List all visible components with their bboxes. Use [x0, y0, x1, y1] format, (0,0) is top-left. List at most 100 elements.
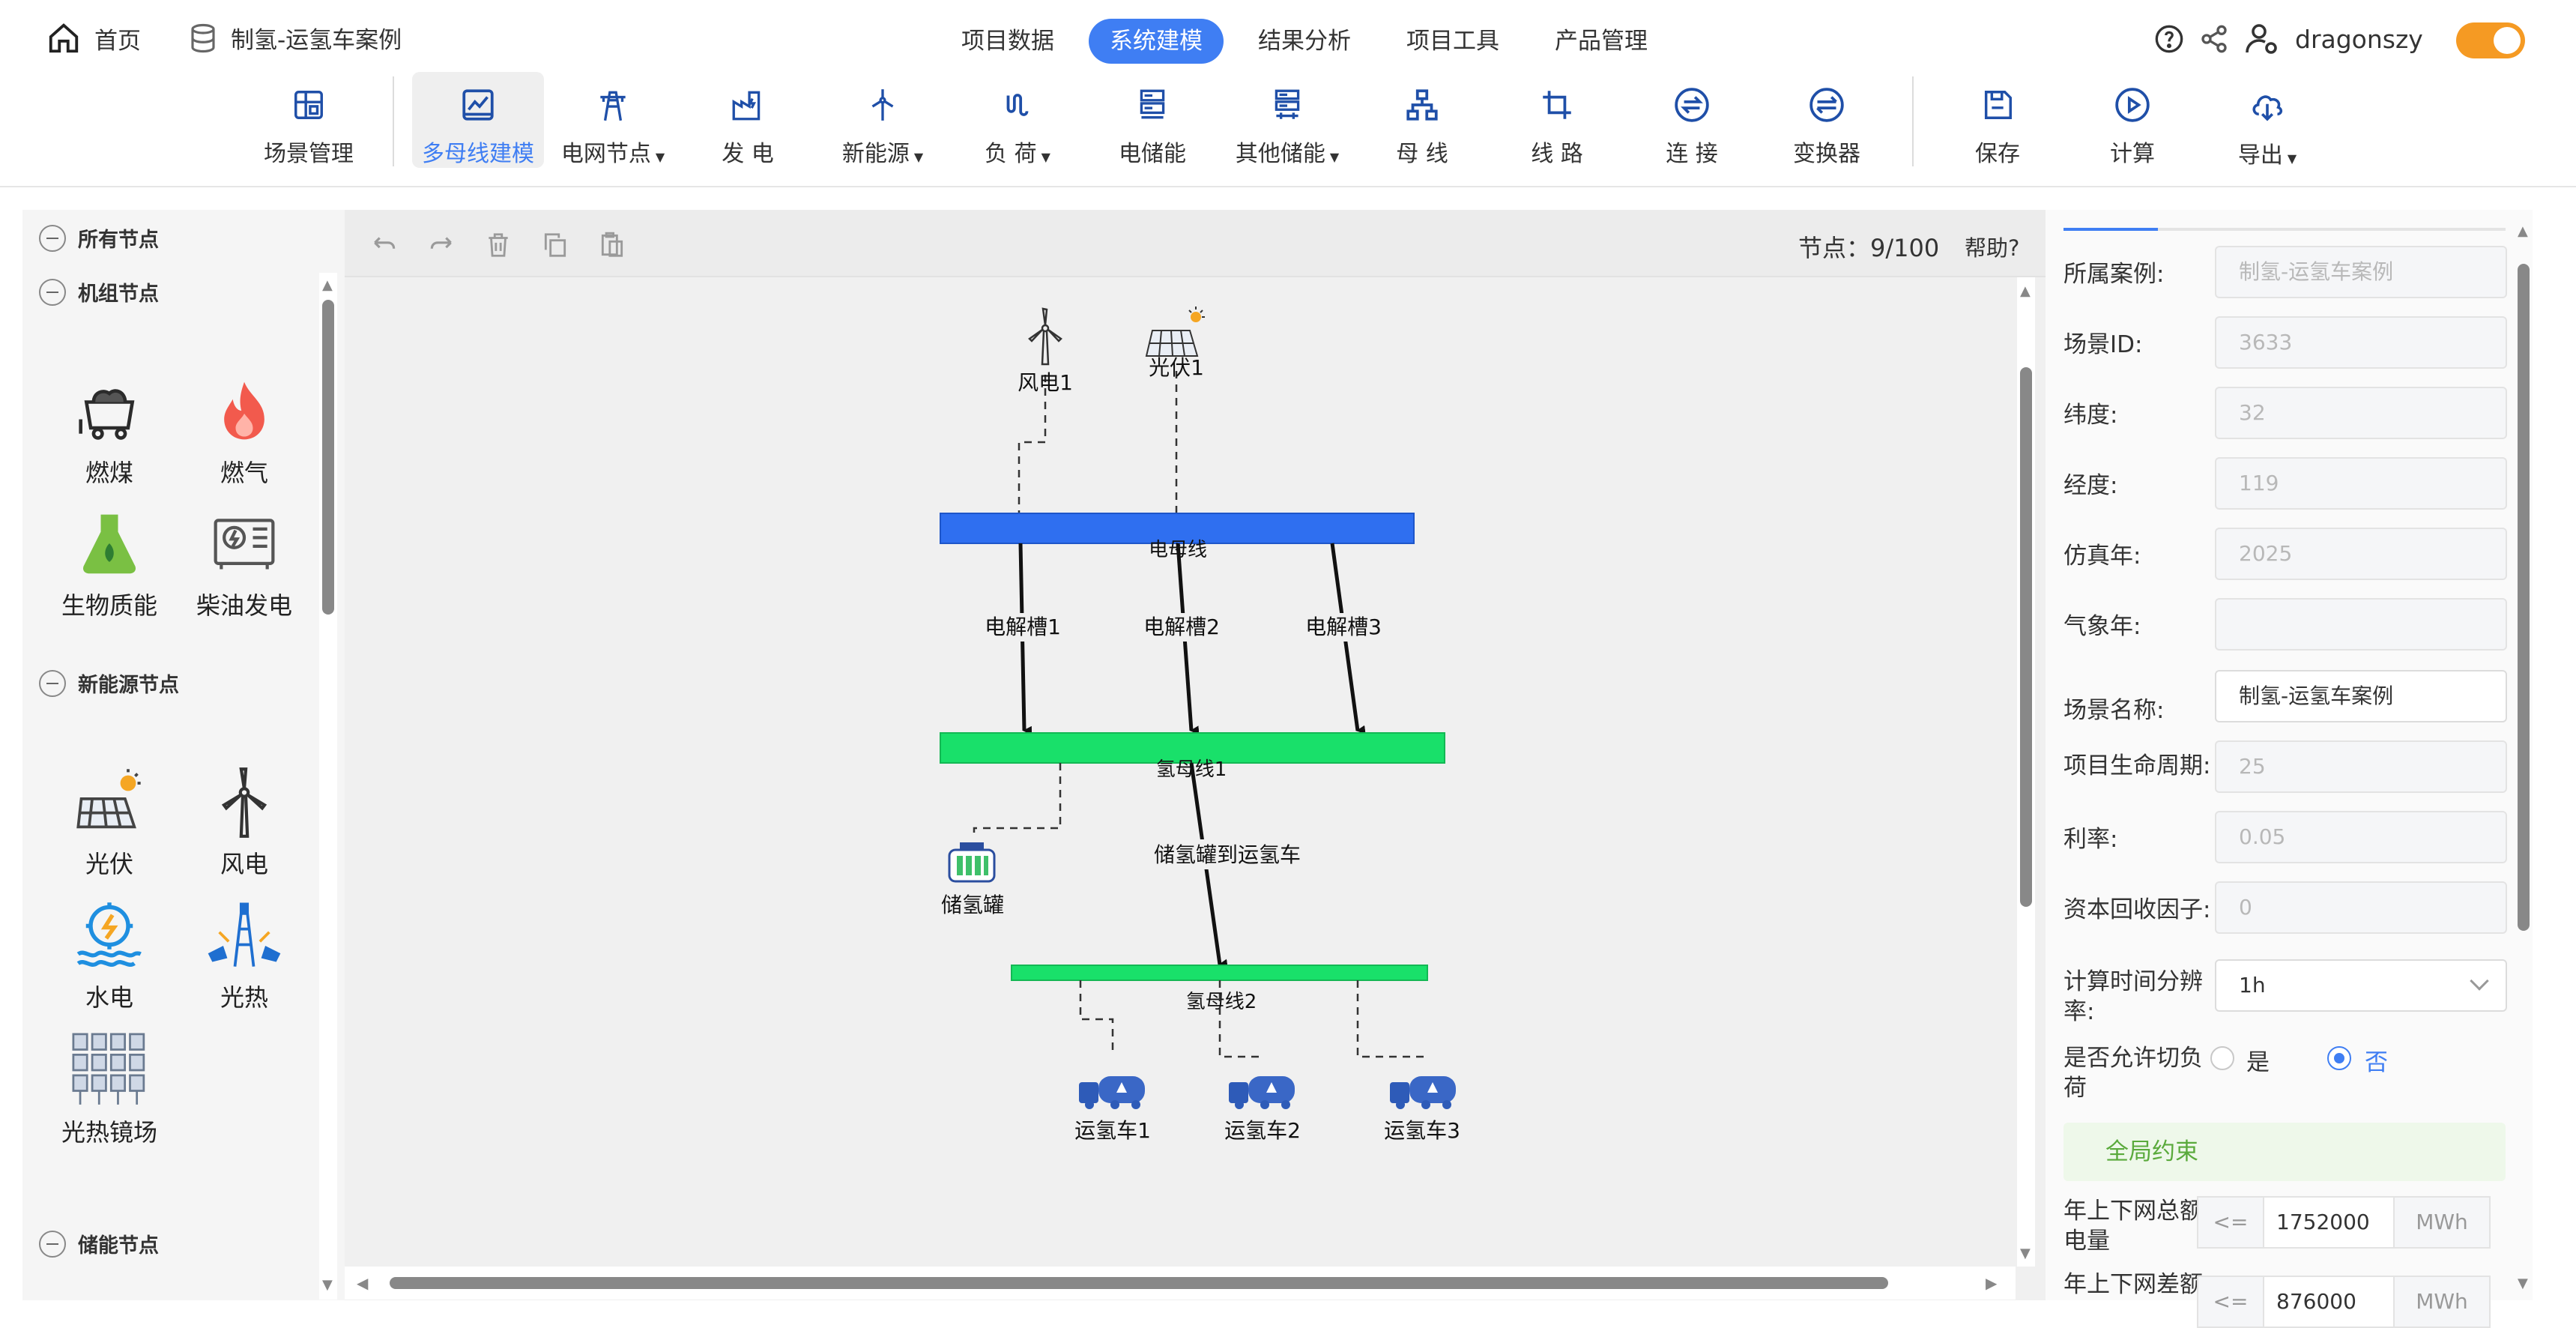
help-circle-icon[interactable]: [2154, 24, 2184, 54]
wind-connector[interactable]: [1018, 375, 1047, 513]
share-icon[interactable]: [2199, 24, 2229, 54]
converter-label: 变换器: [1793, 141, 1860, 167]
line-button[interactable]: 线 路: [1491, 72, 1623, 168]
scroll-right-arrow[interactable]: ▶: [1986, 1274, 1998, 1292]
home-link[interactable]: 首页: [46, 21, 141, 55]
tab-product-management[interactable]: 产品管理: [1555, 28, 1648, 55]
theme-toggle[interactable]: [2456, 22, 2525, 58]
pv-1-node[interactable]: [1145, 307, 1205, 357]
tab-project-tools[interactable]: 项目工具: [1406, 28, 1499, 55]
multi-bus-modeling-button[interactable]: 多母线建模: [412, 72, 544, 168]
scroll-down-arrow[interactable]: ▼: [2518, 1276, 2528, 1291]
canvas-vertical-scrollbar[interactable]: ▲ ▼: [2017, 277, 2035, 1267]
tab-result-analysis[interactable]: 结果分析: [1258, 28, 1351, 55]
field-crf: 资本回收因子: 0: [2063, 881, 2507, 934]
constraint-value-input[interactable]: 876000: [2263, 1276, 2395, 1328]
generation-button[interactable]: 发 电: [682, 72, 814, 168]
redo-icon[interactable]: [427, 231, 456, 259]
hydrogen-bus-2[interactable]: [1011, 965, 1428, 981]
other-storage-dropdown[interactable]: 其他储能▼: [1221, 72, 1353, 168]
interest-rate-input[interactable]: 0.05: [2215, 811, 2507, 863]
system-diagram[interactable]: 电母线 电解槽1 电解槽2 电解槽3 氢母线1 储氢罐 储氢罐到运氢车: [345, 277, 2016, 1267]
user-settings-icon[interactable]: [2244, 21, 2280, 57]
select-value: 1h: [2239, 973, 2266, 997]
cut-load-yes-label[interactable]: 是: [2246, 1049, 2270, 1076]
category-storage-nodes[interactable]: 储能节点: [39, 1229, 159, 1258]
scrollbar-thumb[interactable]: [2518, 264, 2530, 931]
wind-1-node[interactable]: [1028, 307, 1062, 366]
properties-scrollbar[interactable]: ▲ ▼: [2515, 219, 2533, 1298]
category-all-nodes[interactable]: 所有节点: [39, 223, 159, 253]
crf-input[interactable]: 0: [2215, 881, 2507, 934]
compute-button[interactable]: 计算: [2066, 72, 2198, 168]
username[interactable]: dragonszy: [2295, 24, 2423, 54]
tank-connector[interactable]: [973, 763, 1062, 836]
current-case-link[interactable]: 制氢-运氢车案例: [187, 21, 402, 55]
cut-load-no-label[interactable]: 否: [2365, 1049, 2388, 1076]
tab-system-modeling[interactable]: 系统建模: [1089, 19, 1224, 64]
node-biomass[interactable]: 生物质能: [49, 506, 169, 626]
node-heliostat-field[interactable]: 光热镜场: [49, 1033, 169, 1153]
weather-year-input[interactable]: [2215, 598, 2507, 651]
truck-1-connector[interactable]: [1079, 980, 1114, 1055]
delete-icon[interactable]: [484, 231, 513, 259]
hydrogen-truck-3-node[interactable]: [1390, 1076, 1456, 1109]
save-button[interactable]: 保存: [1932, 72, 2063, 168]
scroll-down-arrow[interactable]: ▼: [322, 1277, 333, 1293]
hydrogen-truck-2-node[interactable]: [1229, 1076, 1295, 1109]
scroll-up-arrow[interactable]: ▲: [2020, 283, 2031, 299]
node-solar-thermal[interactable]: 光热: [184, 898, 304, 1018]
constraint-value-input[interactable]: 1752000: [2263, 1196, 2395, 1249]
scroll-down-arrow[interactable]: ▼: [2020, 1246, 2031, 1261]
scrollbar-thumb[interactable]: [322, 300, 334, 615]
truck-3-connector[interactable]: [1356, 980, 1424, 1058]
hydrogen-truck-1-node[interactable]: [1079, 1076, 1145, 1109]
scrollbar-thumb[interactable]: [2020, 367, 2032, 907]
electric-storage-button[interactable]: 电储能: [1086, 72, 1218, 168]
renewable-dropdown[interactable]: 新能源▼: [817, 72, 949, 168]
grid-node-dropdown[interactable]: 电网节点▼: [547, 72, 679, 168]
node-coal[interactable]: 燃煤: [49, 373, 169, 493]
scrollbar-thumb[interactable]: [390, 1277, 1888, 1289]
scene-management-button[interactable]: 场景管理: [243, 72, 375, 168]
lifecycle-input[interactable]: 25: [2215, 740, 2507, 793]
node-diesel[interactable]: 柴油发电: [184, 506, 304, 626]
load-dropdown[interactable]: 负 荷▼: [952, 72, 1083, 168]
sim-year-input[interactable]: 2025: [2215, 528, 2507, 580]
hydrogen-bus-1[interactable]: [940, 732, 1445, 764]
scroll-up-arrow[interactable]: ▲: [322, 277, 333, 293]
longitude-input[interactable]: 119: [2215, 457, 2507, 510]
global-constraint-section[interactable]: 全局约束: [2063, 1123, 2506, 1181]
converter-button[interactable]: 变换器: [1761, 72, 1893, 168]
scene-id-input[interactable]: 3633: [2215, 316, 2507, 369]
factory-lightning-icon: [732, 91, 761, 121]
left-panel-scrollbar[interactable]: ▲ ▼: [319, 273, 337, 1300]
category-unit-nodes[interactable]: 机组节点: [39, 277, 159, 307]
scroll-left-arrow[interactable]: ◀: [357, 1274, 369, 1292]
scene-name-input[interactable]: 制氢-运氢车案例: [2215, 670, 2507, 722]
cut-load-no-radio[interactable]: [2327, 1046, 2351, 1070]
hydrogen-tank-node[interactable]: [948, 842, 996, 883]
undo-icon[interactable]: [370, 231, 399, 259]
case-input[interactable]: 制氢-运氢车案例: [2215, 246, 2507, 298]
connect-button[interactable]: 连 接: [1626, 72, 1758, 168]
line-crop-icon: [1543, 91, 1571, 119]
paste-icon[interactable]: [598, 231, 626, 259]
copy-icon[interactable]: [541, 231, 569, 259]
node-hydro[interactable]: 水电: [49, 898, 169, 1018]
canvas-horizontal-scrollbar[interactable]: ◀ ▶: [345, 1267, 2016, 1300]
node-pv[interactable]: 光伏: [49, 764, 169, 884]
node-wind[interactable]: 风电: [184, 764, 304, 884]
cut-load-yes-radio[interactable]: [2210, 1046, 2234, 1070]
time-resolution-select[interactable]: 1h: [2215, 959, 2507, 1012]
node-gas[interactable]: 燃气: [184, 373, 304, 493]
properties-panel: 所属案例: 制氢-运氢车案例 场景ID: 3633 纬度: 32 经度: 119…: [2046, 210, 2533, 1328]
latitude-input[interactable]: 32: [2215, 387, 2507, 439]
bus-button[interactable]: 母 线: [1356, 72, 1488, 168]
export-dropdown[interactable]: 导出▼: [2201, 72, 2333, 169]
category-renewable-nodes[interactable]: 新能源节点: [39, 668, 179, 698]
tab-project-data[interactable]: 项目数据: [961, 28, 1054, 55]
scroll-up-arrow[interactable]: ▲: [2518, 223, 2528, 239]
electric-bus[interactable]: [940, 513, 1415, 544]
help-link[interactable]: 帮助?: [1965, 235, 2020, 261]
